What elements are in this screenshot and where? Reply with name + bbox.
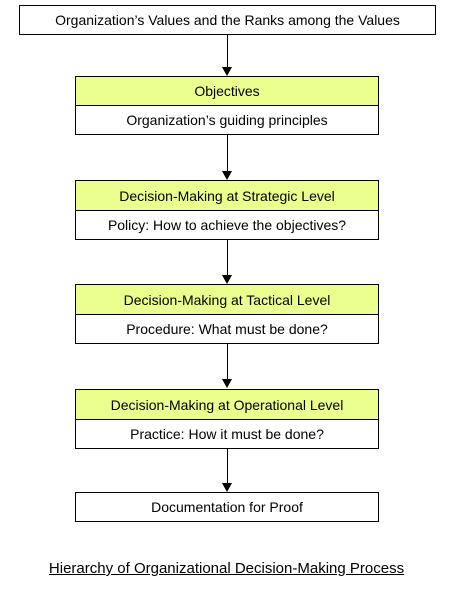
tactical-heading-box: Decision-Making at Tactical Level bbox=[75, 284, 379, 315]
tactical-detail-box: Procedure: What must be done? bbox=[75, 314, 379, 344]
objectives-detail-box: Organization’s guiding principles bbox=[75, 105, 379, 135]
operational-detail-box: Practice: How it must be done? bbox=[75, 419, 379, 449]
values-box: Organization’s Values and the Ranks amon… bbox=[19, 5, 436, 35]
strategic-heading-box: Decision-Making at Strategic Level bbox=[75, 180, 379, 211]
arrow-down-icon bbox=[222, 275, 232, 284]
connector-line bbox=[227, 449, 228, 484]
connector-line bbox=[227, 35, 228, 68]
arrow-down-icon bbox=[222, 379, 232, 388]
diagram-caption: Hierarchy of Organizational Decision-Mak… bbox=[48, 560, 405, 577]
connector-line bbox=[227, 344, 228, 380]
documentation-box: Documentation for Proof bbox=[75, 492, 379, 522]
objectives-heading-box: Objectives bbox=[75, 76, 379, 106]
arrow-down-icon bbox=[222, 67, 232, 76]
arrow-down-icon bbox=[222, 483, 232, 492]
strategic-detail-box: Policy: How to achieve the objectives? bbox=[75, 210, 379, 240]
operational-heading-box: Decision-Making at Operational Level bbox=[75, 389, 379, 420]
arrow-down-icon bbox=[222, 171, 232, 180]
connector-line bbox=[227, 135, 228, 172]
connector-line bbox=[227, 240, 228, 276]
